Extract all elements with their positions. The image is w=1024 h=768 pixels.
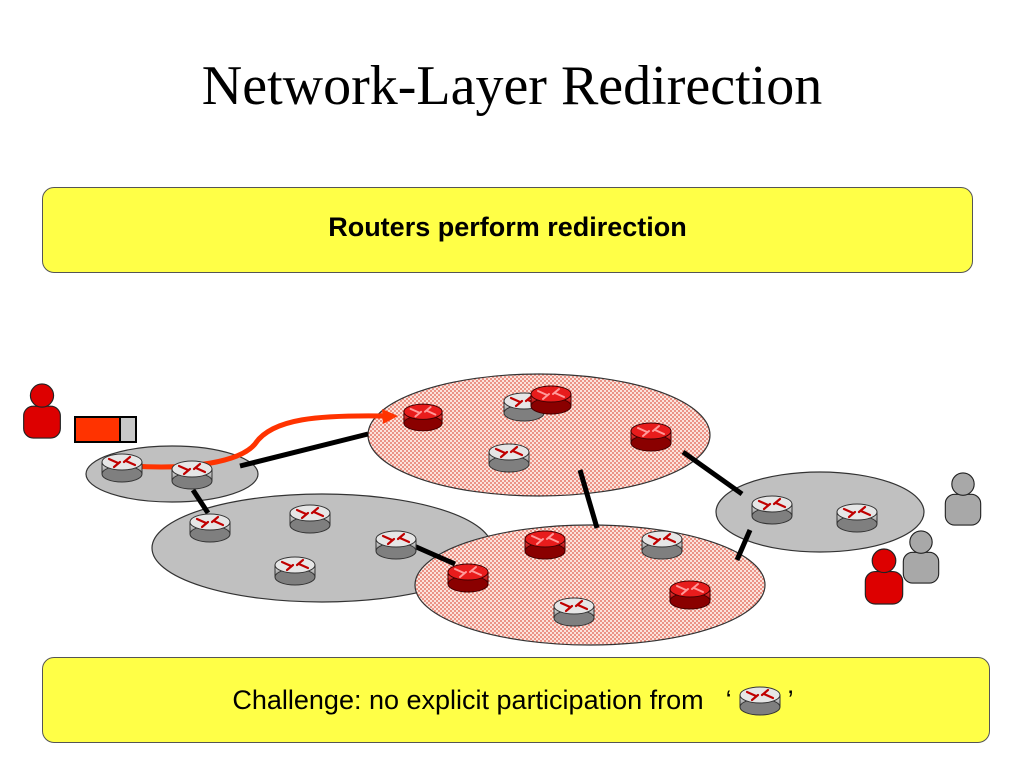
close-quote: ’: [787, 684, 794, 715]
link-top-to-bottom: [577, 469, 600, 529]
user-icon: [23, 383, 61, 439]
router-icon: [738, 685, 781, 717]
inter-as-links: [190, 431, 753, 567]
bottom-callout: Challenge: no explicit participation fro…: [42, 657, 990, 743]
router-icon: [524, 530, 566, 560]
user-icon: [944, 472, 982, 526]
router-icon: [288, 503, 332, 535]
link-leftsmall-to-leftlarge: [190, 488, 211, 515]
router-icon: [835, 502, 879, 534]
request-packet-icon: [74, 416, 137, 443]
open-quote: ‘: [725, 684, 732, 715]
link-left-to-top: [239, 431, 369, 469]
router-icon: [669, 580, 711, 610]
router-icon: [273, 555, 317, 587]
link-bottom-to-right: [734, 529, 753, 561]
router-icon: [530, 385, 572, 415]
router-icon: [630, 422, 672, 452]
link-leftlarge-to-bottom: [412, 543, 457, 567]
as-cloud-right: [715, 471, 925, 553]
top-callout: Routers perform redirection: [42, 187, 973, 273]
router-icon: [487, 442, 531, 474]
router-icon: [402, 403, 444, 432]
router-icon: [640, 529, 684, 561]
router-icon: [170, 459, 214, 491]
user-icon: [864, 548, 904, 605]
page-title: Network-Layer Redirection: [201, 55, 823, 117]
link-top-to-right: [681, 449, 744, 497]
user-icon: [902, 530, 940, 584]
router-icon: [188, 512, 232, 544]
router-icon: [374, 529, 418, 561]
router-icon: [552, 596, 596, 628]
router-icon: [100, 452, 144, 484]
top-callout-text: Routers perform redirection: [328, 211, 687, 242]
router-icon: [447, 563, 489, 593]
router-icon: [750, 494, 794, 526]
redirect-arrowhead: [382, 409, 398, 424]
bottom-callout-text: Challenge: no explicit participation fro…: [232, 684, 704, 715]
